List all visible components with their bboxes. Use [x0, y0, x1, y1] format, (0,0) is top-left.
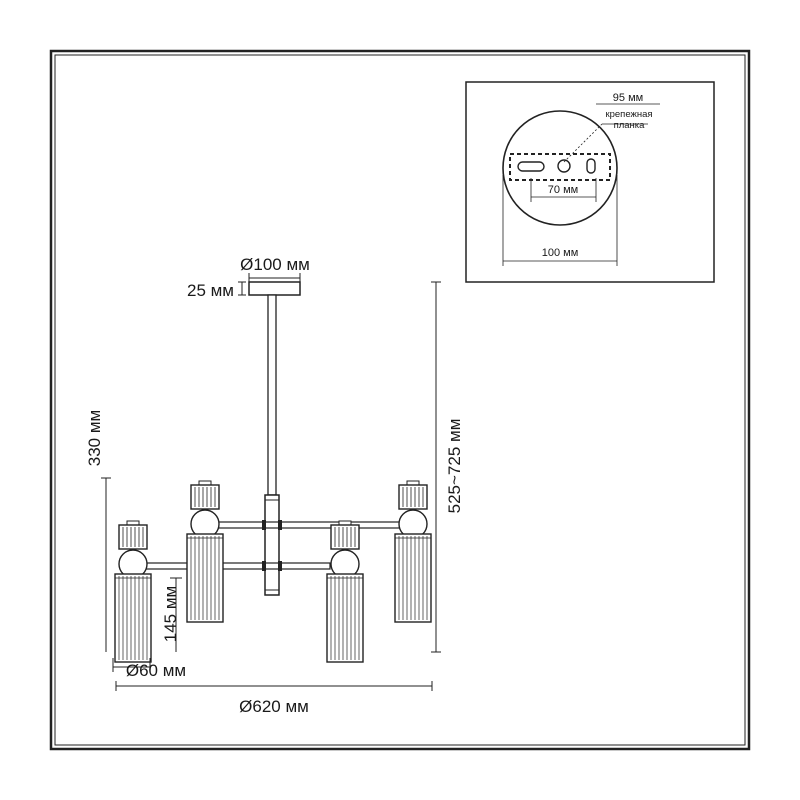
plate-name-line1: крепежная	[605, 109, 652, 120]
inner-frame	[54, 54, 746, 746]
lamp-lower-left	[114, 520, 152, 663]
dimension-lines	[101, 273, 441, 691]
hub	[264, 494, 280, 596]
canopy-height-label: 25 мм	[187, 281, 234, 300]
total-height-label: 525~725 мм	[445, 419, 464, 514]
outer-frame	[49, 49, 751, 751]
canopy-diameter-label: Ø100 мм	[240, 255, 310, 274]
plate-length-label: 95 мм	[613, 92, 643, 104]
hole-spacing-label: 70 мм	[548, 184, 578, 196]
canopy-top-view	[502, 110, 618, 226]
lamp-lower-right	[326, 520, 364, 663]
canopy-width-label: 100 мм	[542, 247, 579, 259]
arm-upper	[204, 521, 413, 529]
mounting-plate	[509, 153, 611, 181]
lamp-upper-left	[186, 480, 224, 623]
overall-diameter-label: Ø620 мм	[239, 697, 309, 716]
plate-name-line2: планка	[614, 120, 646, 131]
plate-slot-right	[586, 158, 596, 174]
mounting-detail-inset: 95 мм крепежная планка 70 мм 100 мм	[465, 81, 715, 283]
canopy	[248, 281, 301, 296]
shade-height-label: 145 мм	[161, 586, 180, 642]
plate-center-hole	[557, 159, 571, 173]
arm-height-label: 330 мм	[85, 410, 104, 466]
chandelier	[114, 281, 432, 663]
stem	[267, 294, 277, 496]
arm-lower	[139, 562, 331, 570]
shade-diameter-label: Ø60 мм	[126, 661, 186, 680]
plate-slot-left	[517, 161, 545, 172]
lamp-upper-right	[394, 480, 432, 623]
